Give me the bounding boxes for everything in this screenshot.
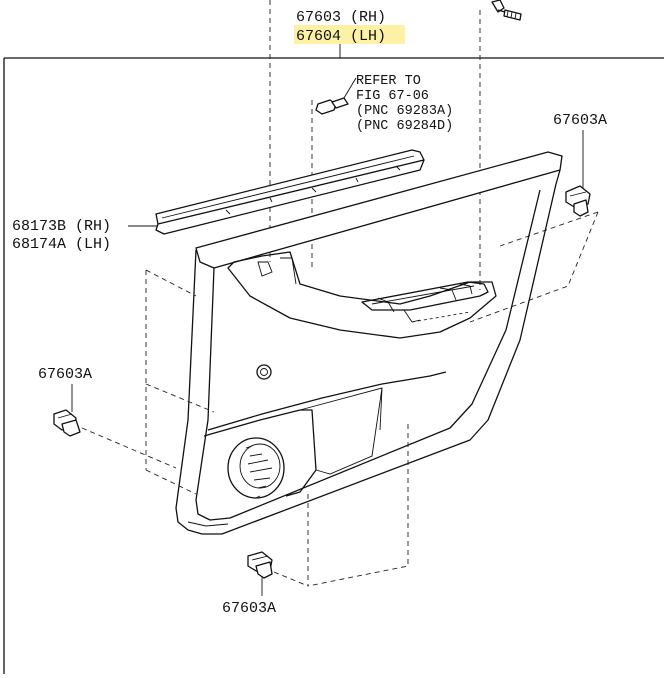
bracket-dash <box>411 311 471 323</box>
clip-label-bottom: 67603A <box>222 600 276 617</box>
dash-right-down <box>307 424 409 587</box>
beltline-weatherstrip <box>155 149 425 235</box>
clip-left-dash <box>81 427 177 469</box>
refer-text-3: (PNC 69283A) <box>356 104 453 119</box>
part-number-rh: 67603 (RH) <box>296 9 386 26</box>
refer-text-1: REFER TO <box>356 74 421 89</box>
clip-left-icon <box>53 409 81 437</box>
clip-label-left: 67603A <box>38 366 92 383</box>
clip-bottom-dash <box>273 571 309 587</box>
refer-leader <box>343 77 357 99</box>
clip-top-right-icon <box>565 185 591 217</box>
door-trim-panel <box>175 151 563 535</box>
lh-label-highlight <box>294 25 405 44</box>
weatherstrip-label-lh: 68174A (LH) <box>12 236 111 253</box>
clip-bottom-icon <box>247 551 273 579</box>
part-number-lh: 67604 (LH) <box>296 28 386 45</box>
clip-top-right-dash-2 <box>469 211 599 323</box>
weatherstrip-label-rh: 68173B (RH) <box>12 218 111 235</box>
clip-label-top-right: 67603A <box>553 112 607 129</box>
refer-text-4: (PNC 69284D) <box>356 119 453 134</box>
speaker-grill-icon <box>227 437 285 499</box>
screw-icon <box>491 0 522 21</box>
handle-clip-icon <box>315 97 349 115</box>
diagram-frame <box>3 57 664 674</box>
refer-text-2: FIG 67-06 <box>356 89 429 104</box>
dash-left-rect <box>145 269 215 495</box>
